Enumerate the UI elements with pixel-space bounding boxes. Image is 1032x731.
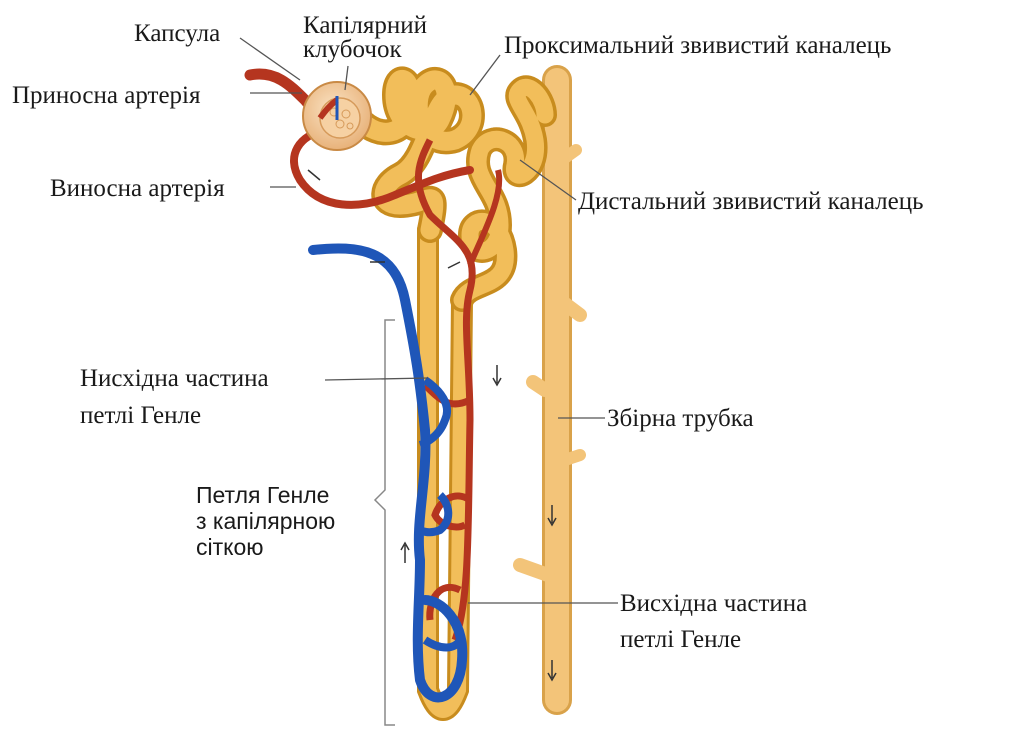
descending-limb-label-line2: петлі Генле [80,402,201,430]
efferent-artery-label: Виносна артерія [50,175,225,203]
ascending-limb-label-line1: Висхідна частина [620,590,807,618]
henle-loop-label-line1: Петля Генле [196,482,329,508]
venous-capillaries [313,248,462,697]
capsule-label: Капсула [134,20,220,48]
proximal-tubule [360,79,472,230]
henle-loop-label-line3: сіткою [196,534,264,560]
distal-tubule-label: Дистальний звивистий каналець [578,188,924,216]
henle-loop-label-line2: з капілярною [196,508,335,534]
collecting-duct-label: Збірна трубка [607,405,754,433]
capsule [303,82,371,150]
afferent-artery-label: Приносна артерія [12,82,201,110]
henle-loop-brace [375,320,395,725]
ascending-limb-label-line2: петлі Генле [620,626,741,654]
glomerulus-label-line2: клубочок [303,36,402,64]
descending-limb-label-line1: Нисхідна частина [80,365,269,393]
proximal-tubule-label: Проксимальний звивистий каналець [504,32,891,60]
